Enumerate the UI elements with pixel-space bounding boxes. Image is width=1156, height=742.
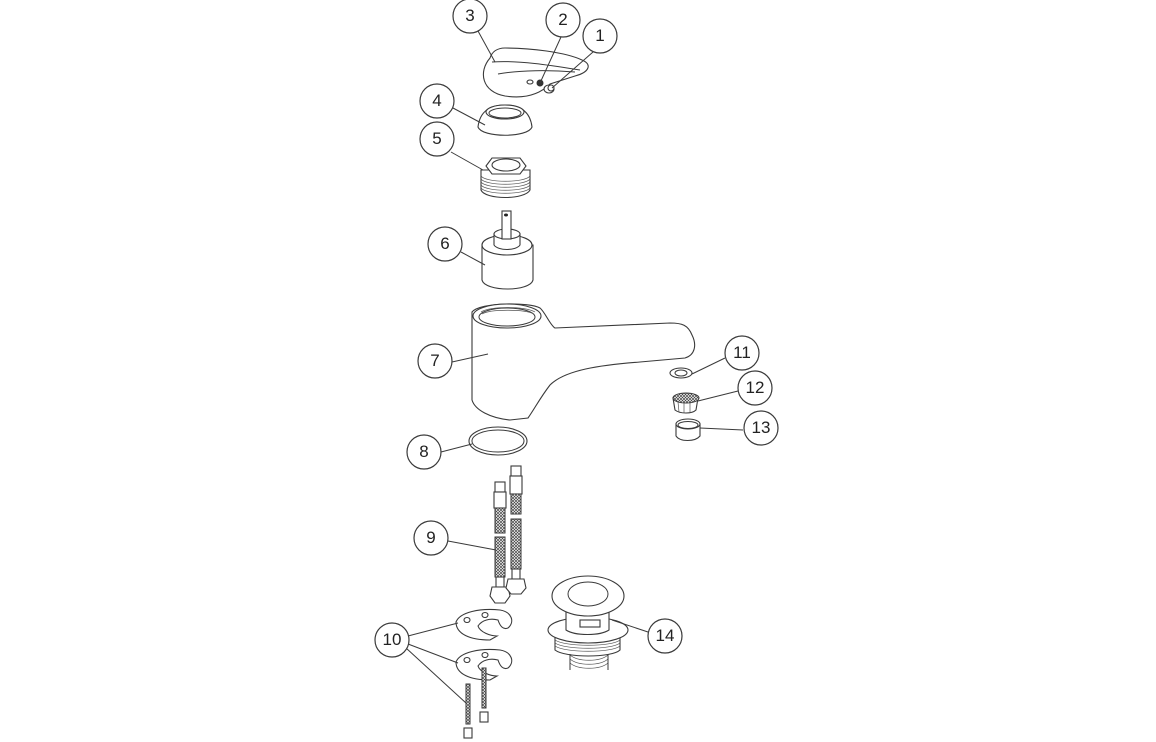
cartridge-nut-drawing xyxy=(480,157,531,199)
screw-cap-drawing xyxy=(543,84,555,94)
callout-11: 11 xyxy=(733,343,751,362)
fixing-kit-drawing xyxy=(455,608,513,739)
cartridge-drawing xyxy=(481,210,534,290)
flexible-tails-drawing xyxy=(489,465,527,604)
leader-lines xyxy=(405,30,744,704)
callout-circles xyxy=(374,0,779,658)
callout-12: 12 xyxy=(745,378,765,397)
callout-1: 1 xyxy=(595,26,605,45)
callout-14: 14 xyxy=(655,626,675,645)
callout-5: 5 xyxy=(432,129,442,148)
callout-10: 10 xyxy=(382,630,402,649)
tap-body-drawing xyxy=(471,303,696,421)
callout-4: 4 xyxy=(432,91,442,110)
lever-handle-drawing xyxy=(482,47,589,98)
callout-3: 3 xyxy=(465,6,475,25)
shroud-drawing xyxy=(477,104,533,136)
callout-6: 6 xyxy=(440,234,450,253)
callout-13: 13 xyxy=(751,418,771,437)
o-ring-drawing xyxy=(468,426,528,456)
callout-9: 9 xyxy=(426,528,436,547)
waste-drawing xyxy=(547,575,629,670)
callout-7: 7 xyxy=(430,351,440,370)
callout-8: 8 xyxy=(419,442,429,461)
aerator-drawing xyxy=(669,367,701,442)
callout-2: 2 xyxy=(558,10,568,29)
